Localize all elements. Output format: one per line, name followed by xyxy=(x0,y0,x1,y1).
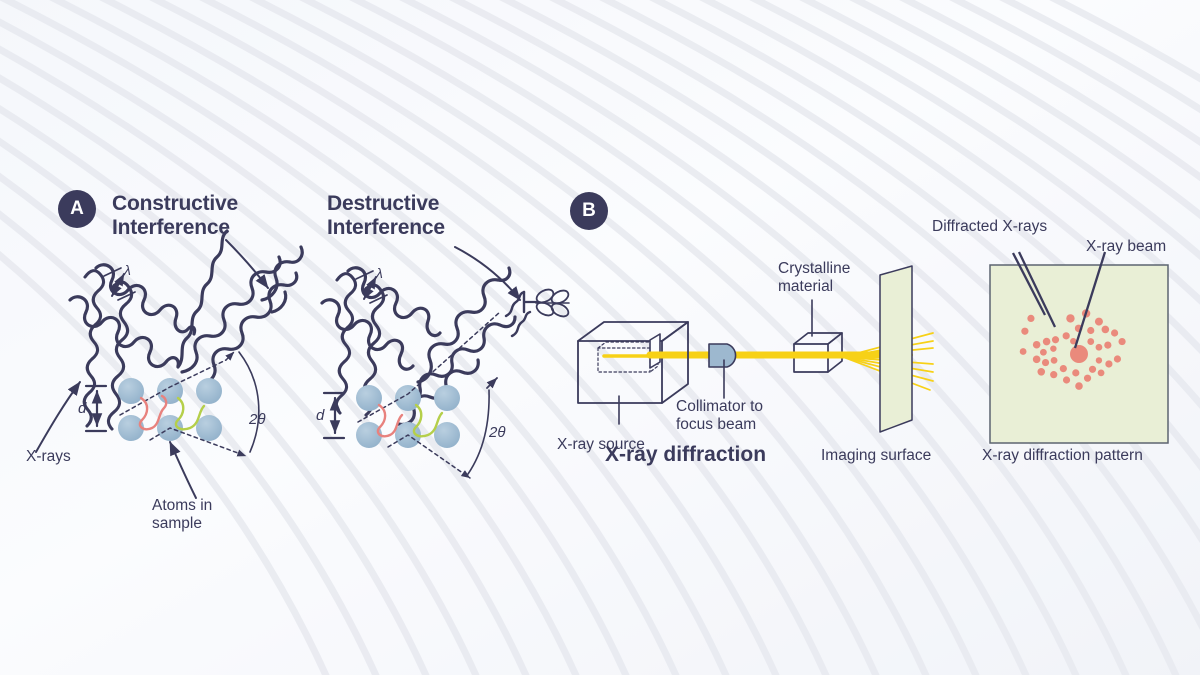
cancelled-wave-symbol xyxy=(535,288,570,318)
xray-diffraction-apparatus xyxy=(577,265,934,433)
atoms-in-sample-label: Atoms in sample xyxy=(152,497,213,532)
diffraction-spot xyxy=(1062,376,1071,384)
diffraction-spot xyxy=(1097,369,1105,377)
diffraction-spot xyxy=(1072,369,1080,377)
diffraction-spot xyxy=(1051,336,1060,344)
diffraction-spot xyxy=(1042,337,1051,346)
diffraction-spot xyxy=(1062,332,1070,340)
collimator-label: Collimator to focus beam xyxy=(676,398,763,433)
destructive-heading: Destructive Interference xyxy=(327,192,445,240)
diffraction-spot xyxy=(1041,358,1050,367)
diffracted-xrays-label: Diffracted X-rays xyxy=(932,218,1048,235)
diffraction-spot xyxy=(1070,337,1077,345)
lambda-label-destructive: λ xyxy=(376,265,383,281)
diffraction-spot xyxy=(1021,327,1029,335)
diffraction-spot xyxy=(1075,382,1083,390)
xray-source-box xyxy=(577,321,689,404)
diffraction-spot xyxy=(1105,360,1113,368)
diffraction-pattern-caption: X-ray diffraction pattern xyxy=(982,447,1143,464)
diffraction-spot xyxy=(1083,374,1092,382)
constructive-interference-illustration xyxy=(35,229,304,499)
d-spacing-label-destructive: d xyxy=(316,407,325,424)
xray-beam-label: X-ray beam xyxy=(1086,238,1167,255)
diffraction-spot xyxy=(1059,364,1067,373)
lambda-label-constructive: λ xyxy=(124,262,131,278)
xray-source-label: X-ray source xyxy=(557,436,645,453)
diffraction-spot xyxy=(1050,345,1057,352)
diffraction-spot xyxy=(1066,314,1075,323)
panel-a-badge: A xyxy=(58,190,96,228)
crystalline-material-label: Crystalline material xyxy=(778,260,851,295)
two-theta-label-destructive: 2θ xyxy=(489,424,506,441)
diffraction-spot xyxy=(1040,348,1047,356)
diffraction-spot xyxy=(1087,326,1095,335)
diffraction-spot xyxy=(1095,357,1103,364)
d-spacing-label-constructive: d xyxy=(78,400,87,417)
collimator xyxy=(708,343,737,368)
diffraction-spot xyxy=(1050,357,1058,364)
imaging-surface-label: Imaging surface xyxy=(821,447,932,464)
constructive-heading: Constructive Interference xyxy=(112,192,238,240)
diffraction-spot xyxy=(1094,317,1103,326)
diffraction-spot xyxy=(1050,371,1058,379)
diffraction-spot xyxy=(1027,314,1035,322)
destructive-interference-illustration xyxy=(320,246,570,479)
diffraction-spot xyxy=(1111,329,1119,337)
xrays-label: X-rays xyxy=(26,448,71,465)
central-beam-spot xyxy=(1070,345,1088,363)
diffraction-spot xyxy=(1088,365,1097,373)
imaging-surface-plate xyxy=(879,265,913,433)
panel-b-badge: B xyxy=(570,192,608,230)
diffraction-spot xyxy=(1118,337,1126,346)
two-theta-label-constructive: 2θ xyxy=(249,411,266,428)
diffraction-spot xyxy=(1095,343,1103,351)
diffraction-spot xyxy=(1113,355,1122,363)
diffraction-spot xyxy=(1032,340,1041,349)
diffraction-spot xyxy=(1104,341,1112,349)
diffraction-pattern-panel xyxy=(989,251,1169,444)
diffraction-spot xyxy=(1087,338,1095,345)
diffraction-spot xyxy=(1019,348,1027,355)
diffraction-spot xyxy=(1032,355,1041,364)
diffraction-spot xyxy=(1037,368,1046,376)
diffraction-spot xyxy=(1101,325,1110,334)
xray-diffraction-title: X-ray diffraction xyxy=(605,443,767,466)
